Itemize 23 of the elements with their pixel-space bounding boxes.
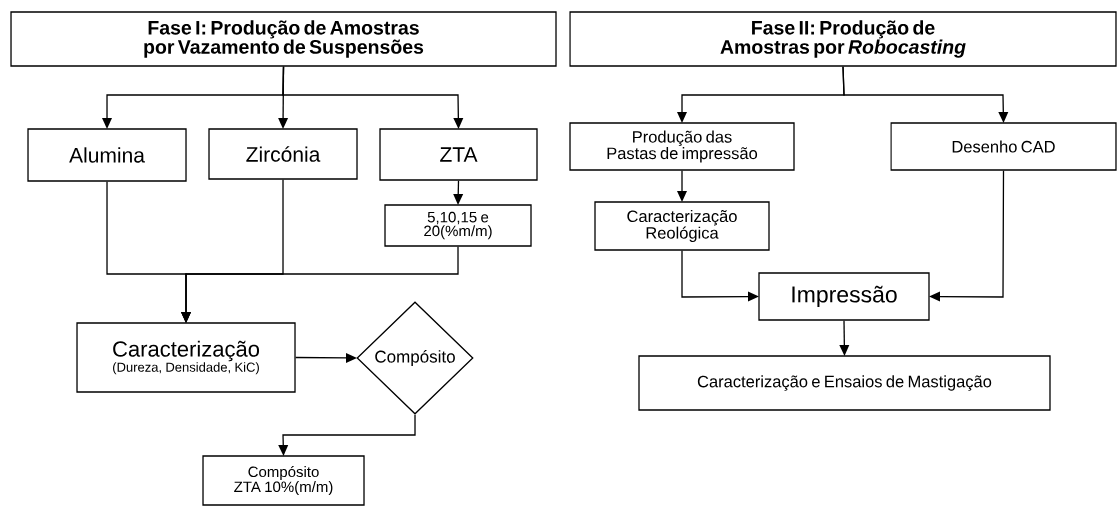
process-box: Caracterização e Ensaios de Mastigação bbox=[638, 355, 1051, 411]
process-box: ZTA bbox=[379, 128, 538, 181]
process-box: Impressão bbox=[758, 272, 930, 321]
arrow bbox=[677, 170, 687, 202]
arrow bbox=[929, 170, 1005, 302]
process-box: Alumina bbox=[27, 128, 187, 182]
arrow bbox=[842, 66, 1009, 123]
arrow bbox=[278, 414, 416, 456]
arrow bbox=[282, 66, 464, 129]
arrow bbox=[295, 352, 357, 363]
title-box: Fase I: Produção de Amostras por Vazamento de Suspensões bbox=[10, 11, 557, 67]
process-box: Produção das Pastas de impressão bbox=[569, 122, 795, 171]
arrow bbox=[181, 246, 459, 323]
process-box: 5,10,15 e 20(%m/m) bbox=[384, 204, 532, 247]
arrow bbox=[839, 320, 850, 356]
process-box: Desenho CAD bbox=[890, 122, 1117, 171]
arrow bbox=[453, 180, 464, 205]
process-box: Compósito ZTA 10%(m/m) bbox=[202, 455, 365, 506]
arrow bbox=[681, 250, 759, 302]
process-box: Caracterização (Dureza, Densidade, KiC) bbox=[76, 322, 296, 393]
title-box: Fase II: Produção de Amostras por Robocasting bbox=[569, 11, 1117, 67]
process-box: Zircónia bbox=[208, 128, 358, 180]
process-box: Caracterização Reológica bbox=[594, 201, 770, 251]
